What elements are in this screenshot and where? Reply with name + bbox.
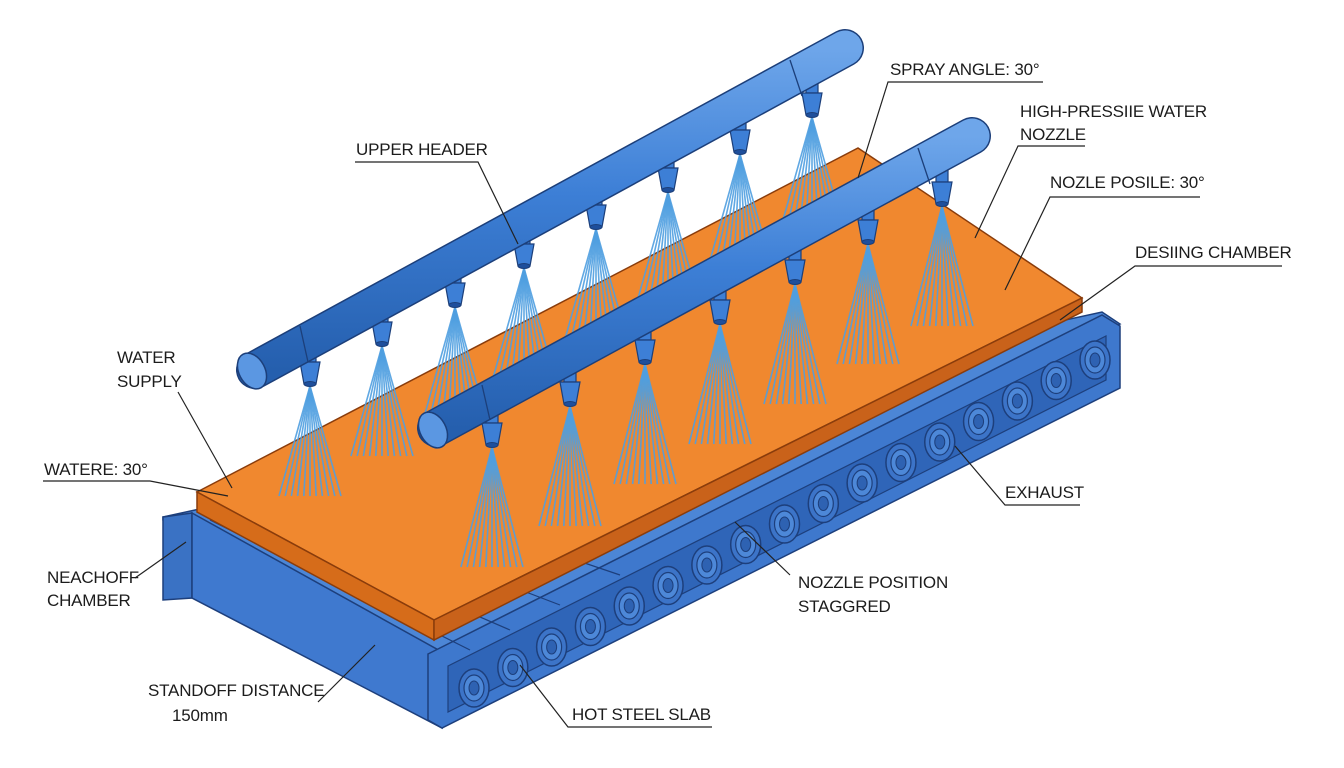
label-standoff-line1: STANDOFF DISTANCE: [148, 681, 324, 700]
spray-fan-icon: [460, 446, 524, 568]
roller-icon: [924, 422, 956, 462]
roller-icon: [962, 401, 995, 442]
roller-icon: [1079, 340, 1111, 380]
roller-icon: [691, 545, 723, 585]
roller-icon: [458, 668, 490, 708]
spray-fan-icon: [836, 243, 900, 365]
label-nozzle-position-line2: STAGGRED: [798, 597, 891, 616]
label-hp-nozzle-line2: NOZZLE: [1020, 125, 1086, 144]
label-neachoff-line2: CHAMBER: [47, 591, 131, 610]
leader-standoff: [317, 644, 376, 703]
roller-icon: [535, 627, 568, 667]
roller-icon: [846, 463, 878, 503]
roller-icon: [497, 647, 529, 688]
leader-nozle-posile: [1004, 196, 1200, 291]
spray-fan-icon: [910, 205, 974, 327]
slab-right-edge: [433, 296, 1083, 642]
spray-fan-icon: [350, 345, 414, 457]
spray-fan-icon: [538, 405, 602, 527]
nozzle-icon: [709, 287, 731, 325]
spray-fan-icon: [688, 323, 752, 445]
leader-water-supply: [177, 391, 233, 489]
spray-fan-icon: [763, 283, 827, 405]
label-watere: WATERE: 30°: [44, 460, 148, 479]
label-exhaust: EXHAUST: [1005, 483, 1084, 502]
label-hot-steel-slab: HOT STEEL SLAB: [572, 705, 711, 724]
roller-icon: [1040, 360, 1072, 401]
frame-left-end-front: [162, 512, 193, 601]
label-water-supply-line1: WATER: [117, 348, 176, 367]
roller-icon: [613, 586, 645, 626]
label-water-supply-line2: SUPPLY: [117, 372, 182, 391]
leader-desiing: [1059, 265, 1282, 321]
lower-header-pipe: [417, 117, 991, 449]
leader-hp-nozzle: [974, 145, 1085, 239]
roller-icon: [807, 483, 840, 524]
label-desiing-chamber: DESIING CHAMBER: [1135, 243, 1292, 262]
label-standoff-line2: 150mm: [172, 706, 228, 725]
spray-fan-icon: [613, 363, 677, 485]
label-hp-nozzle-line1: HIGH-PRESSIIE WATER: [1020, 102, 1207, 121]
callout-labels: UPPER HEADER SPRAY ANGLE: 30° HIGH-PRESS…: [44, 60, 1292, 725]
roller-icon: [768, 504, 801, 544]
upper-header-pipe: [236, 29, 864, 390]
roller-icon: [652, 565, 684, 606]
leader-nozzle-position: [734, 521, 791, 576]
leader-hot-steel: [519, 664, 712, 728]
roller-icon: [574, 606, 607, 647]
label-nozzle-position-line1: NOZZLE POSITION: [798, 573, 948, 592]
label-nozle-posile: NOZLE POSILE: 30°: [1050, 173, 1205, 192]
spray-fan-icon: [278, 385, 342, 497]
roller-row: [458, 340, 1111, 708]
leader-watere: [43, 480, 229, 497]
leader-neachoff: [134, 541, 187, 579]
leader-upper-header: [355, 161, 519, 245]
roller-icon: [729, 524, 762, 565]
label-spray-angle: SPRAY ANGLE: 30°: [890, 60, 1039, 79]
leader-lines: [43, 81, 1282, 728]
roller-icon: [1001, 381, 1034, 421]
leader-spray-angle: [857, 81, 1043, 179]
roller-icon: [885, 442, 917, 483]
label-upper-header: UPPER HEADER: [356, 140, 488, 159]
leader-exhaust: [954, 445, 1080, 506]
label-neachoff-line1: NEACHOFF: [47, 568, 139, 587]
